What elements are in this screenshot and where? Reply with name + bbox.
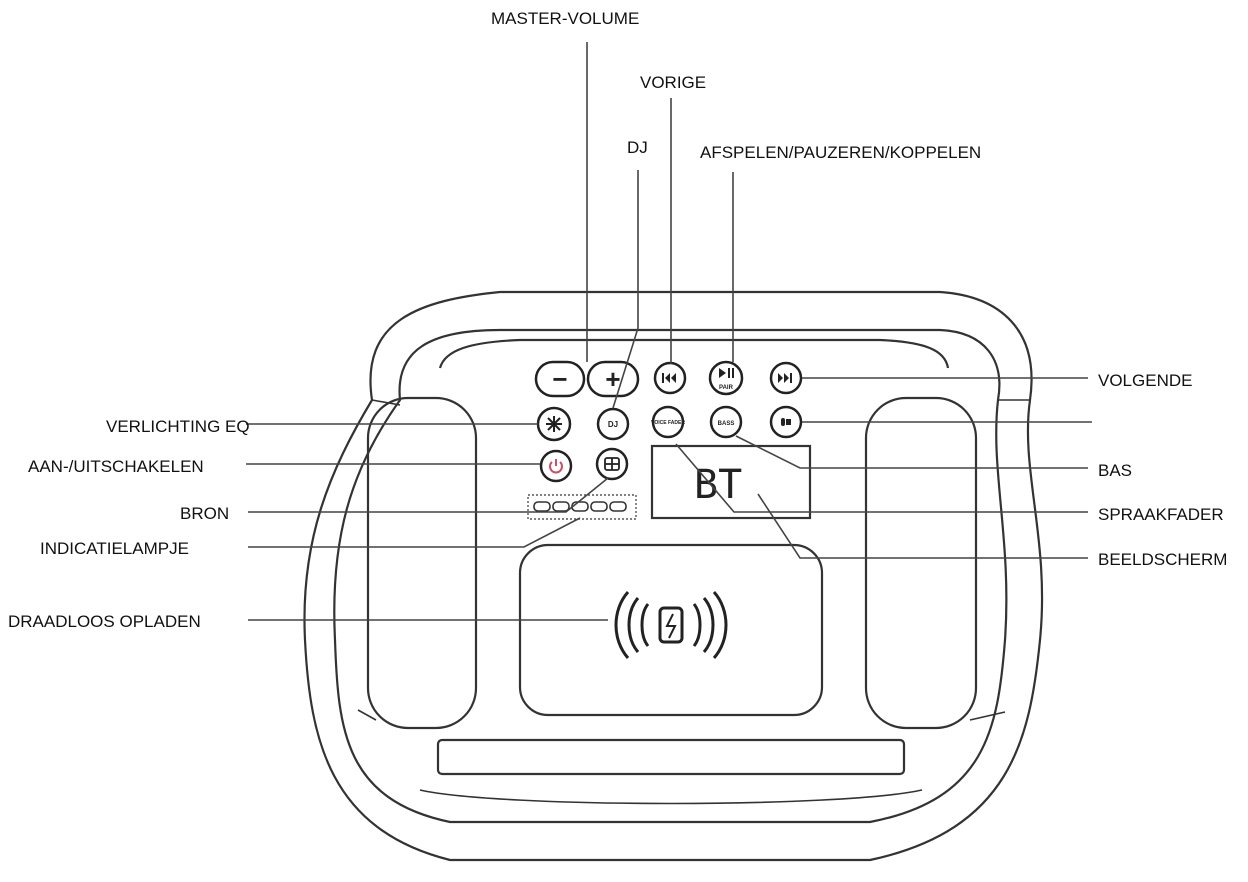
label-play-pause-pair: AFSPELEN/PAUZEREN/KOPPELEN [700,143,981,162]
wireless-charging-icon [614,591,728,659]
indicator-light [571,501,589,512]
microphone-icon [781,418,791,426]
svg-text:PAIR: PAIR [719,385,734,391]
indicator-light [590,501,608,512]
play-pause-icon [719,368,734,378]
label-bass: BAS [1098,461,1132,480]
label-master-volume: MASTER-VOLUME [491,9,639,28]
label-source: BRON [180,504,229,523]
play-pause-pair-button[interactable]: PAIR [708,360,744,396]
power-button[interactable] [539,449,573,483]
label-power: AAN-/UITSCHAKELEN [28,457,204,476]
right-grip [864,396,978,730]
voice-fader-label: VOICE FADER [651,420,685,426]
indicator-light [533,501,551,512]
svg-text:DJ: DJ [608,420,618,429]
label-wireless-charging: DRAADLOOS OPLADEN [8,612,201,631]
svg-text:BASS: BASS [718,421,735,427]
skip-next-icon [778,373,792,383]
indicator-lights [527,494,637,520]
source-icon [604,457,620,471]
label-voice-fader: SPRAAKFADER [1098,505,1224,524]
speaker-body [303,290,1044,862]
indicator-light [609,501,627,512]
mic-button[interactable] [769,405,803,439]
next-button[interactable] [769,361,803,395]
label-dj: DJ [627,138,648,157]
source-button[interactable] [595,447,629,481]
indicator-light [552,501,570,512]
leader-lines [246,42,1092,621]
starburst-icon [546,416,562,432]
volume-down-button[interactable]: − [534,360,586,398]
svg-text:+: + [605,364,620,394]
display-screen: BT [650,444,812,520]
power-icon [549,459,563,474]
dj-button[interactable]: DJ [596,407,630,441]
bass-button[interactable]: BASS [709,405,743,439]
bottom-slot [436,738,906,776]
label-next: VOLGENDE [1098,371,1192,390]
lighting-eq-button[interactable] [536,406,572,442]
volume-up-button[interactable]: + [586,360,640,398]
left-grip [366,396,478,730]
label-display: BEELDSCHERM [1098,550,1227,569]
previous-button[interactable] [653,361,687,395]
label-lighting-eq: VERLICHTING EQ [106,417,250,436]
skip-previous-icon [662,373,676,383]
voice-fader-button[interactable]: VOICE FADER [651,405,685,439]
display-text: BT [694,462,742,508]
labels: MASTER-VOLUME VORIGE DJ AFSPELEN/PAUZERE… [8,9,1227,631]
label-previous: VORIGE [640,73,706,92]
svg-text:−: − [552,364,567,394]
wireless-charging-pad [518,543,824,717]
label-indicator-light: INDICATIELAMPJE [40,539,189,558]
